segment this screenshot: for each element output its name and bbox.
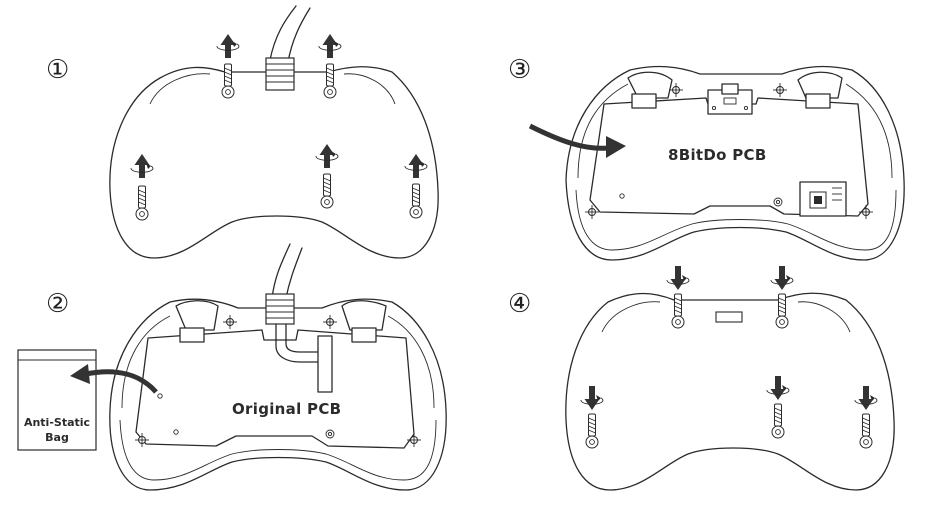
step-2-remove-arrow (70, 364, 158, 394)
step-3-number: ③ (508, 55, 531, 85)
step-2-cable (271, 243, 303, 299)
step-3-bluetooth-module (799, 181, 847, 217)
step-2-cable-connector (265, 293, 295, 325)
step-2-bag-label-line2: Bag (45, 431, 69, 444)
step-2-bag-label-line1: Anti-Static (24, 416, 90, 429)
step-2-anti-static-bag: Anti-Static Bag (17, 349, 97, 451)
step-1-number: ① (46, 55, 69, 85)
step-4-controller-shell (565, 292, 895, 491)
step-2-pcb-label: Original PCB (232, 400, 341, 418)
step-2-panel: ② Original PCB Anti-Static Bag (17, 243, 447, 491)
step-1-panel: ① (46, 5, 439, 259)
step-3-panel: ③ 8BitDo PCB (508, 55, 905, 261)
step-4-connector (715, 311, 743, 323)
step-2-original-pcb (135, 329, 415, 449)
step-1-cable-connector (265, 57, 295, 91)
step-4-panel: ④ (508, 266, 895, 491)
step-3-insert-arrow (528, 123, 626, 158)
step-1-controller-shell (109, 66, 439, 259)
step-3-pcb-label: 8BitDo PCB (668, 146, 767, 164)
step-2-number: ② (46, 289, 69, 319)
step-1-cable (269, 5, 311, 63)
step-4-number: ④ (508, 289, 531, 319)
